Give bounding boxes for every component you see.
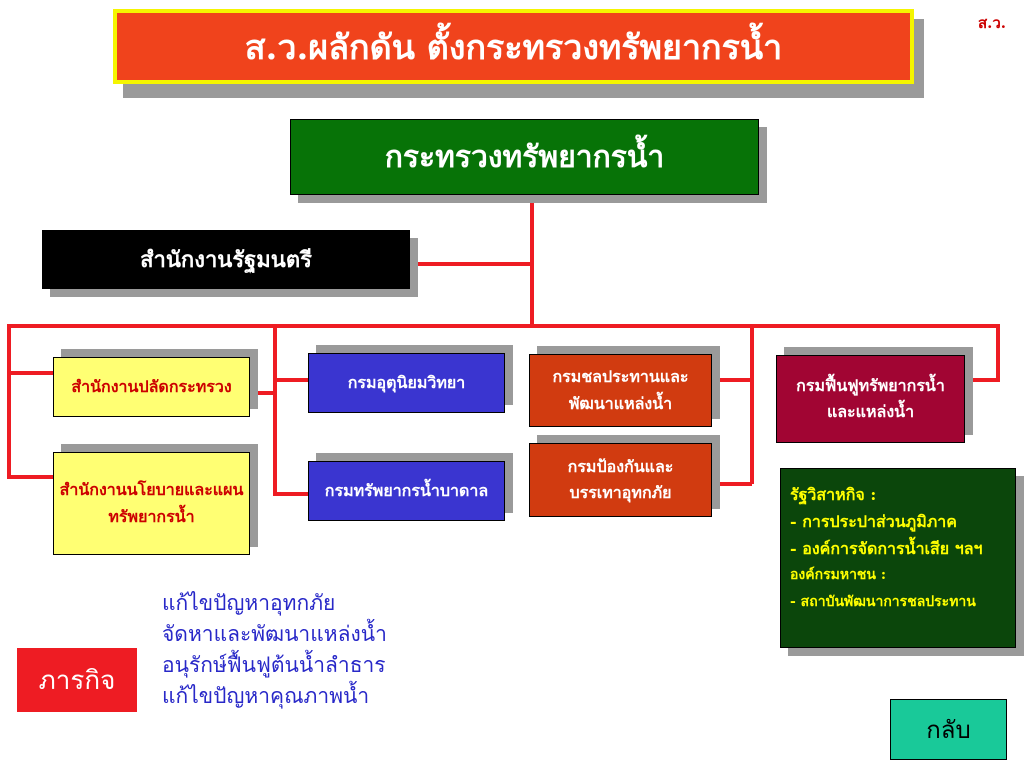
restoration-dept-box: กรมฟื้นฟูทรัพยากรน้ำ และแหล่งน้ำ xyxy=(776,355,965,443)
restoration-dept-label-line2: และแหล่งน้ำ xyxy=(826,402,915,421)
slide-title: ส.ว.ผลักดัน ตั้งกระทรวงทรัพยากรน้ำ xyxy=(244,27,783,68)
ministry-box: กระทรวงทรัพยากรน้ำ xyxy=(290,119,759,195)
permanent-secretary-office-box: สำนักงานปลัดกระทรวง xyxy=(53,357,250,417)
state-enterprise-item: - องค์การจัดการน้ำเสีย ฯลฯ xyxy=(790,539,983,558)
disaster-dept-box: กรมป้องกันและ บรรเทาอุทกภัย xyxy=(529,443,712,517)
irrigation-dept-label-line1: กรมชลประทานและ xyxy=(552,367,689,387)
mission-item: จัดหาและพัฒนาแหล่งน้ำ xyxy=(162,622,387,646)
public-org-item: - สถาบันพัฒนาการชลประทาน xyxy=(790,594,976,610)
groundwater-dept-label: กรมทรัพยากรน้ำบาดาล xyxy=(324,480,489,500)
state-enterprise-box: รัฐวิสาหกิจ : - การประปาส่วนภูมิภาค - อง… xyxy=(780,468,1016,648)
cabinet-office-box: สำนักงานรัฐมนตรี xyxy=(42,230,410,289)
mission-item: แก้ไขปัญหาคุณภาพน้ำ xyxy=(162,684,370,708)
public-org-heading: องค์กรมหาชน : xyxy=(790,567,887,583)
back-button[interactable]: กลับ xyxy=(890,699,1007,760)
meteorological-dept-box: กรมอุตุนิยมวิทยา xyxy=(308,353,505,413)
permanent-secretary-office-label: สำนักงานปลัดกระทรวง xyxy=(71,376,232,396)
policy-office-label-line2: ทรัพยากรน้ำ xyxy=(108,506,195,526)
irrigation-dept-box: กรมชลประทานและ พัฒนาแหล่งน้ำ xyxy=(529,354,712,427)
ministry-label: กระทรวงทรัพยากรน้ำ xyxy=(384,139,665,175)
restoration-dept-label-line1: กรมฟื้นฟูทรัพยากรน้ำ xyxy=(796,375,945,395)
state-enterprise-item: - การประปาส่วนภูมิภาค xyxy=(790,512,957,531)
policy-office-box: สำนักงานนโยบายและแผน ทรัพยากรน้ำ xyxy=(53,452,250,555)
mission-list: แก้ไขปัญหาอุทกภัย จัดหาและพัฒนาแหล่งน้ำ … xyxy=(162,588,387,712)
disaster-dept-label-line2: บรรเทาอุทกภัย xyxy=(569,483,672,502)
irrigation-dept-label-line2: พัฒนาแหล่งน้ำ xyxy=(568,393,673,413)
cabinet-office-label: สำนักงานรัฐมนตรี xyxy=(140,247,312,273)
meteorological-dept-label: กรมอุตุนิยมวิทยา xyxy=(347,372,466,392)
mission-item: อนุรักษ์ฟื้นฟูต้นน้ำลำธาร xyxy=(162,653,386,677)
state-enterprise-heading: รัฐวิสาหกิจ : xyxy=(790,485,877,504)
disaster-dept-label-line1: กรมป้องกันและ xyxy=(567,456,674,476)
policy-office-label-line1: สำนักงานนโยบายและแผน xyxy=(59,480,244,500)
slide-title-banner: ส.ว.ผลักดัน ตั้งกระทรวงทรัพยากรน้ำ xyxy=(113,9,914,84)
groundwater-dept-box: กรมทรัพยากรน้ำบาดาล xyxy=(308,461,505,521)
mission-item: แก้ไขปัญหาอุทกภัย xyxy=(162,591,336,615)
mission-label-box: ภารกิจ xyxy=(17,648,137,712)
corner-mark: ส.ว. xyxy=(978,14,1007,32)
mission-label: ภารกิจ xyxy=(38,665,116,696)
back-button-label: กลับ xyxy=(926,716,971,744)
